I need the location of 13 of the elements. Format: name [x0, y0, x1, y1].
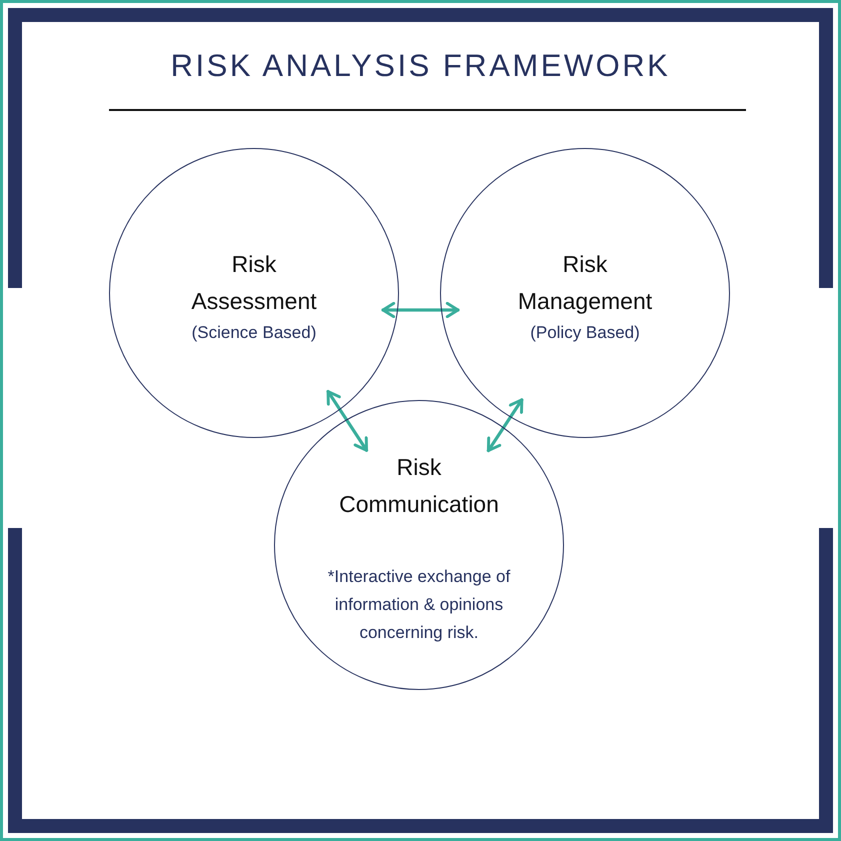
- double-arrow: [486, 398, 524, 452]
- node-subtitle: (Policy Based): [529, 322, 641, 344]
- circle-node: [274, 400, 564, 690]
- circle-node: [109, 148, 399, 438]
- node-title: Risk Communication: [338, 453, 500, 519]
- node-title: Risk Assessment: [190, 250, 318, 316]
- double-arrow: [381, 302, 460, 318]
- node-subtitle: *Interactive exchange of information & opinions concerning risk.: [326, 566, 512, 644]
- node-subtitle: (Science Based): [190, 322, 318, 344]
- title: RISK ANALYSIS FRAMEWORK: [170, 48, 672, 84]
- node-title: Risk Management: [516, 250, 654, 316]
- double-arrow: [326, 390, 368, 452]
- circle-node: [440, 148, 730, 438]
